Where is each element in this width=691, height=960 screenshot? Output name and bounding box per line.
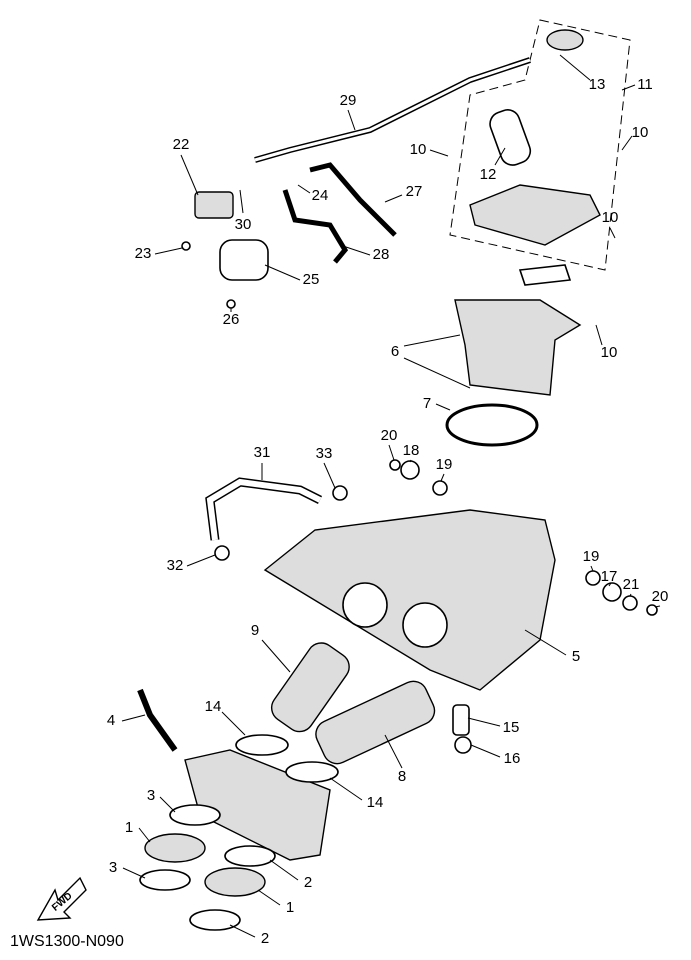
part-2-clamp-a (224, 845, 276, 867)
part-25-filter (219, 239, 269, 281)
callout-14: 14 (205, 698, 222, 715)
callout-19: 19 (583, 548, 600, 565)
callout-30: 30 (235, 216, 252, 233)
part-18-grommet (400, 460, 420, 480)
callout-28: 28 (373, 246, 390, 263)
assembly-11-boundary (449, 19, 631, 271)
part-19-collar (432, 480, 448, 496)
callout-16: 16 (504, 750, 521, 767)
part-26-nut (226, 299, 236, 309)
part-14-clamp-b (285, 761, 339, 783)
callout-17: 17 (601, 568, 618, 585)
part-20b-bolt (646, 604, 658, 616)
callout-10: 10 (601, 344, 618, 361)
callout-2: 2 (304, 874, 312, 891)
part-21-collar (622, 595, 638, 611)
callout-21: 21 (623, 576, 640, 593)
callout-11: 11 (637, 76, 653, 93)
callout-1: 1 (286, 899, 294, 916)
callout-9: 9 (251, 622, 259, 639)
leader-lines (121, 54, 661, 938)
part-3-clamp-b (139, 869, 191, 891)
callout-3: 3 (109, 859, 117, 876)
callout-14: 14 (367, 794, 384, 811)
callout-32: 32 (167, 557, 184, 574)
callout-8: 8 (398, 768, 406, 785)
callout-33: 33 (316, 445, 333, 462)
part-33-clamp (332, 485, 348, 501)
part-13-cap (546, 29, 584, 51)
part-7-gasket (445, 403, 539, 447)
callout-15: 15 (503, 719, 520, 736)
callout-26: 26 (223, 311, 240, 328)
fwd-arrow-icon: FWD (36, 876, 87, 921)
part-8-joint (315, 680, 436, 765)
part-20-bolt (389, 459, 401, 471)
part-22-valve (194, 191, 234, 219)
callout-7: 7 (423, 395, 431, 412)
callout-19: 19 (436, 456, 453, 473)
part-14-clamp-a (235, 734, 289, 756)
callout-31: 31 (254, 444, 271, 461)
part-28-hose (282, 189, 349, 264)
airbox-port-1 (342, 582, 388, 628)
callout-2: 2 (261, 930, 269, 947)
part-16-clamp (454, 736, 472, 754)
callout-4: 4 (107, 712, 115, 729)
callout-24: 24 (312, 187, 329, 204)
part-19b-collar (585, 570, 601, 586)
callout-6: 6 (391, 343, 399, 360)
callout-29: 29 (340, 92, 357, 109)
part-1-joint-a (144, 833, 206, 863)
part-1-joint-b (204, 867, 266, 897)
part-17-grommet (602, 582, 622, 602)
part-4-hose (137, 688, 178, 752)
callout-3: 3 (147, 787, 155, 804)
part-2-clamp-b (189, 909, 241, 931)
callout-1: 1 (125, 819, 133, 836)
callout-10: 10 (410, 141, 427, 158)
callout-13: 13 (589, 76, 606, 93)
callout-20: 20 (652, 588, 669, 605)
callout-10: 10 (632, 124, 649, 141)
callouts: 13 11 29 22 10 10 12 24 27 30 10 23 28 2… (107, 76, 669, 947)
part-29-hose-inner (254, 58, 531, 162)
callout-25: 25 (303, 271, 320, 288)
part-3-clamp-a (169, 804, 221, 826)
part-9-joint (270, 642, 350, 733)
diagram-code: 1WS1300-N090 (10, 933, 124, 950)
callout-27: 27 (406, 183, 423, 200)
part-12-hose (489, 109, 532, 166)
callout-22: 22 (173, 136, 190, 153)
callout-18: 18 (403, 442, 420, 459)
callout-23: 23 (135, 245, 152, 262)
part-15-hose (452, 704, 470, 736)
callout-5: 5 (572, 648, 580, 665)
part-6-element (454, 299, 582, 396)
part-11-bracket (518, 264, 572, 286)
part-11-valve-body (469, 184, 601, 246)
callout-20: 20 (381, 427, 398, 444)
part-23-nut (181, 241, 191, 251)
part-27-hose (309, 162, 397, 237)
part-5-airbox (263, 509, 556, 691)
part-32-clamp (214, 545, 230, 561)
callout-12: 12 (480, 166, 497, 183)
airbox-port-2 (402, 602, 448, 648)
part-31-hose-inner (206, 478, 322, 541)
callout-10: 10 (602, 209, 619, 226)
